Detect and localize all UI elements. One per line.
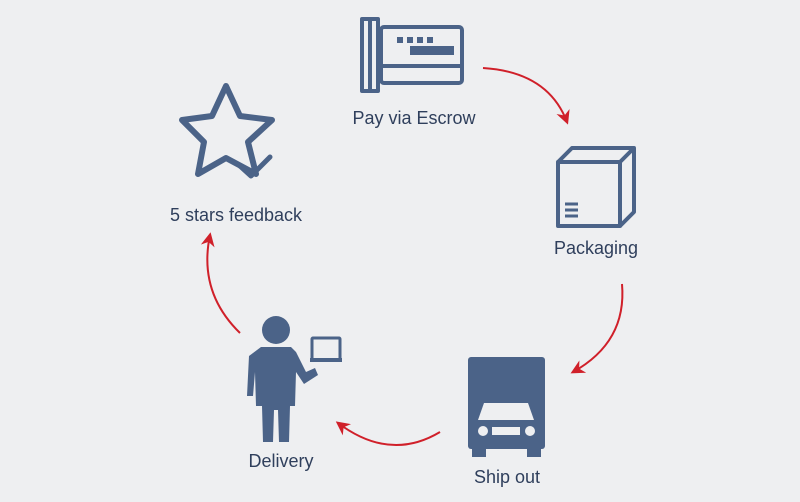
step-label-delivery: Delivery xyxy=(248,451,314,471)
step-label-5-stars-feedback: 5 stars feedback xyxy=(169,205,303,225)
step-label-packaging: Packaging xyxy=(553,238,639,258)
step-label-ship-out: Ship out xyxy=(473,467,541,487)
box-icon xyxy=(556,146,636,228)
delivery-person-icon xyxy=(247,316,342,442)
arrow-shipout-to-delivery xyxy=(335,421,441,447)
truck-icon xyxy=(468,357,545,457)
step-label-pay-via-escrow: Pay via Escrow xyxy=(352,108,476,128)
arrow-pay-to-packaging xyxy=(482,67,570,125)
arrow-packaging-to-shipout xyxy=(570,283,624,374)
star-check-icon xyxy=(179,83,275,179)
card-terminal-icon xyxy=(360,17,464,93)
arrow-delivery-to-feedback xyxy=(200,232,241,334)
